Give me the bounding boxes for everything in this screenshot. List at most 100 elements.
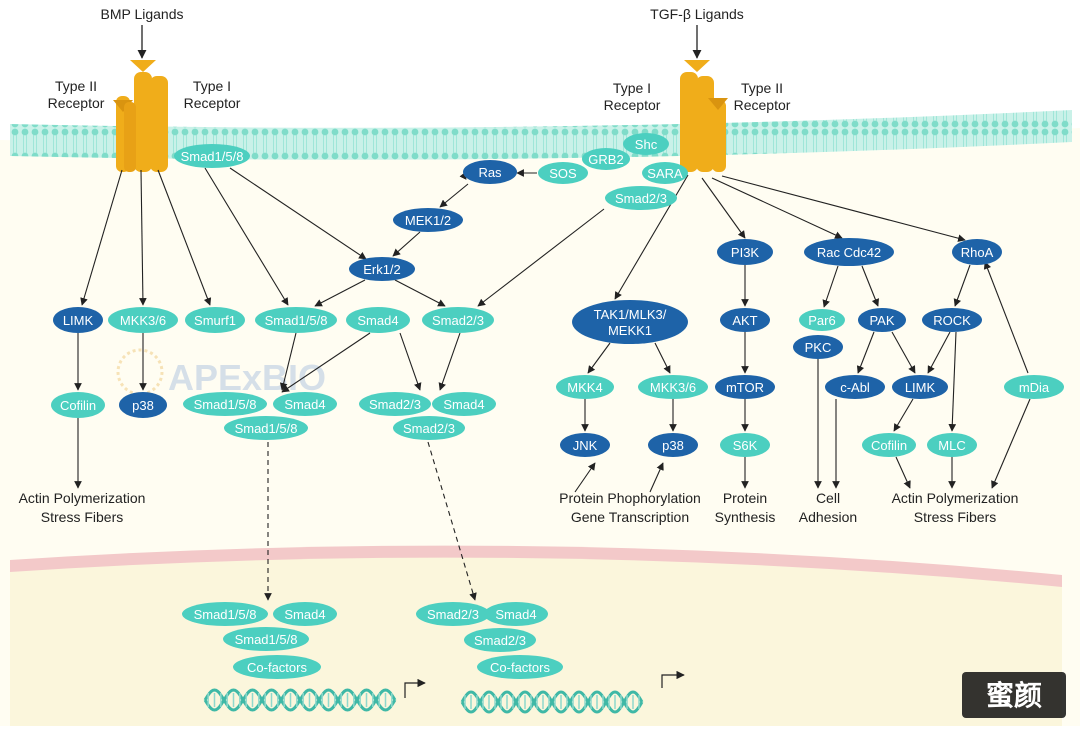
node-label: mTOR xyxy=(726,380,764,395)
svg-text:Actin Polymerization: Actin Polymerization xyxy=(19,490,146,506)
node-s6k: S6K xyxy=(720,433,770,457)
svg-text:APExBIO: APExBIO xyxy=(168,357,326,398)
node-label: Smad2/3 xyxy=(615,191,667,206)
arrow-34 xyxy=(649,462,664,493)
node-tak1: TAK1/MLK3/MEKK1 xyxy=(572,300,688,344)
arrow-22 xyxy=(701,177,746,239)
svg-text:Gene Transcription: Gene Transcription xyxy=(571,509,689,525)
svg-text:Type II: Type II xyxy=(55,78,97,94)
node-label: LIMK xyxy=(905,380,936,395)
arrow-46 xyxy=(895,456,911,489)
node-label: Rac Cdc42 xyxy=(817,245,881,260)
node-smad4-mid: Smad4 xyxy=(346,307,410,333)
node-cx2-a: Smad2/3 xyxy=(359,392,431,416)
node-label: Smad4 xyxy=(495,607,536,622)
svg-text:Actin Polymerization: Actin Polymerization xyxy=(892,490,1019,506)
node-label: p38 xyxy=(662,438,684,453)
arrow-16 xyxy=(399,332,422,391)
node-label: TAK1/MLK3/ xyxy=(594,307,667,322)
node-par6: Par6 xyxy=(799,309,845,331)
arrow-44 xyxy=(983,261,1029,374)
node-raccdc42: Rac Cdc42 xyxy=(804,238,894,266)
node-cofilin-right: Cofilin xyxy=(862,433,916,457)
arrow-29 xyxy=(587,342,611,374)
arrow-24 xyxy=(721,175,966,242)
node-label: Smad1/5/8 xyxy=(235,632,298,647)
arrow-10 xyxy=(394,279,446,307)
node-pi3k: PI3K xyxy=(717,239,773,265)
dna-strand xyxy=(203,688,397,712)
node-label: MEKK1 xyxy=(608,323,652,338)
node-label: Cofilin xyxy=(60,398,96,413)
svg-text:Synthesis: Synthesis xyxy=(715,509,776,525)
node-sos: SOS xyxy=(538,162,588,184)
node-shc: Shc xyxy=(623,133,669,155)
outcome-actin-left: Actin Polymerization Stress Fibers xyxy=(19,490,146,525)
node-label: MKK3/6 xyxy=(650,380,696,395)
node-label: MKK4 xyxy=(567,380,602,395)
svg-text:Receptor: Receptor xyxy=(48,95,105,111)
node-label: Shc xyxy=(635,137,658,152)
arrow-42 xyxy=(927,331,951,374)
node-limk-right: LIMK xyxy=(892,375,948,399)
node-label: Smad2/3 xyxy=(369,397,421,412)
node-label: RhoA xyxy=(961,245,994,260)
node-label: PAK xyxy=(869,313,894,328)
arrow-0 xyxy=(80,169,123,306)
svg-text:Receptor: Receptor xyxy=(604,97,661,113)
tgf-type1-receptor-label: Type I Receptor xyxy=(604,80,661,113)
node-label: Smad2/3 xyxy=(403,421,455,436)
node-label: Ras xyxy=(478,165,502,180)
node-label: MKK3/6 xyxy=(120,313,166,328)
node-smad23-mid: Smad2/3 xyxy=(422,307,494,333)
arrow-11 xyxy=(477,208,605,307)
node-label: Smad1/5/8 xyxy=(181,149,244,164)
node-label: Smad1/5/8 xyxy=(194,607,257,622)
node-cx1-c: Smad1/5/8 xyxy=(224,416,308,440)
arrow-15 xyxy=(281,332,371,393)
node-mkk36-right: MKK3/6 xyxy=(638,375,708,399)
cell-membrane xyxy=(10,110,1072,160)
node-nuc2-a: Smad2/3 xyxy=(416,602,490,626)
node-grb2: GRB2 xyxy=(582,148,630,170)
svg-text:Receptor: Receptor xyxy=(184,95,241,111)
node-label: AKT xyxy=(732,313,757,328)
bmp-receptor xyxy=(113,60,168,172)
arrow-3 xyxy=(204,167,289,306)
node-label: Smad4 xyxy=(357,313,398,328)
arrow-45 xyxy=(893,398,914,432)
pathway-arrows xyxy=(74,167,1031,601)
svg-text:Cell: Cell xyxy=(816,490,840,506)
outcome-protein-synthesis: Protein Synthesis xyxy=(715,490,776,525)
node-label: Par6 xyxy=(808,313,835,328)
node-limk-left: LIMK xyxy=(53,307,103,333)
tgf-receptor xyxy=(680,60,728,172)
svg-text:Type I: Type I xyxy=(613,80,651,96)
svg-text:Stress Fibers: Stress Fibers xyxy=(914,509,996,525)
node-label: c-Abl xyxy=(840,380,870,395)
svg-text:蜜颜: 蜜颜 xyxy=(986,679,1042,712)
node-smurf1: Smurf1 xyxy=(185,307,245,333)
arrow-41 xyxy=(953,264,971,307)
bmp-type1-receptor-label: Type I Receptor xyxy=(184,78,241,111)
svg-text:Protein Phophorylation: Protein Phophorylation xyxy=(559,490,701,506)
node-nuc2-d: Co-factors xyxy=(477,655,563,679)
node-label: PKC xyxy=(805,340,832,355)
arrow-2 xyxy=(157,169,212,306)
arrow-48 xyxy=(991,398,1031,489)
node-label: SARA xyxy=(647,166,683,181)
arrow-1 xyxy=(139,169,147,306)
node-label: MEK1/2 xyxy=(405,213,451,228)
corner-logo: 蜜颜 xyxy=(962,672,1066,718)
node-cabl: c-Abl xyxy=(825,375,885,399)
node-label: mDia xyxy=(1019,380,1050,395)
arrow-8 xyxy=(392,231,421,257)
node-smad158-mid: Smad1/5/8 xyxy=(255,307,337,333)
outcome-protein-phosphorylation: Protein Phophorylation Gene Transcriptio… xyxy=(559,490,701,525)
node-label: p38 xyxy=(132,398,154,413)
node-sara: SARA xyxy=(642,162,688,184)
arrow-43 xyxy=(948,331,957,432)
node-erk12: Erk1/2 xyxy=(349,257,415,281)
